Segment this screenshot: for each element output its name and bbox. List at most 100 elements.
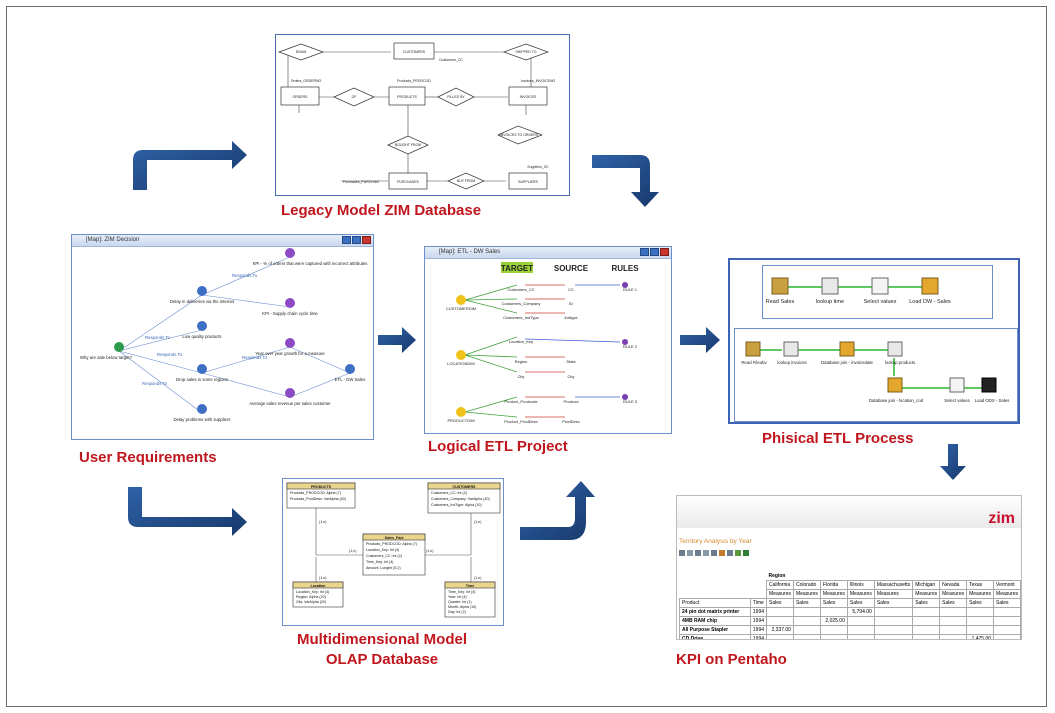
erd-rel-filled-by: FILLED BY — [447, 95, 465, 99]
select-values-icon[interactable] — [871, 277, 889, 295]
erd-entity-purchases: PURCHASES — [397, 180, 419, 184]
sales-value-cell: 2,337.00 — [766, 625, 794, 635]
region-header[interactable]: Vermont — [993, 580, 1021, 590]
physical-etl-steps: Read Sales lookup time Select values Loa… — [741, 277, 1010, 403]
select-values-icon[interactable] — [949, 377, 965, 393]
table-time-row: Quarter: Int (1) — [448, 600, 472, 604]
goal-icon — [197, 364, 207, 374]
table-customers-row: Customers_Company: VarAlpha (40) — [431, 497, 490, 501]
target-locationdim: LOCATIONDIM — [447, 361, 474, 366]
erd-tag-suppliers: Suppliers_SC — [527, 165, 549, 169]
table-customers-row: Customers_IndType: Alpha (10) — [431, 503, 482, 507]
erd-rel-shipped-to: SHIPPED TO — [515, 50, 536, 54]
node-delay-suppliers: Delay problems with suppliers — [173, 417, 230, 422]
sales-header: Sales — [966, 598, 995, 608]
time-cell[interactable]: 1994 — [749, 607, 768, 617]
measures-header: Measures — [993, 589, 1021, 599]
product-cell[interactable]: 24 pin dot matrix printer — [679, 607, 751, 617]
erd-rel-invoices-to-orders: INVOICES TO ORDERS — [500, 133, 539, 137]
time-cell[interactable]: 1994 — [749, 616, 768, 626]
sales-value-cell — [966, 625, 995, 635]
table-time-row: Year: Int (4) — [448, 595, 467, 599]
target-field: City — [518, 374, 525, 379]
region-header[interactable]: Colorado — [792, 580, 821, 590]
target-field: Location_Key — [509, 339, 533, 344]
step-select-values: Select values — [864, 299, 897, 305]
region-header[interactable]: California — [766, 580, 794, 590]
region-header[interactable]: Michigan — [912, 580, 941, 590]
window-controls[interactable] — [640, 248, 669, 256]
sales-value-cell — [792, 607, 821, 617]
product-cell[interactable]: All Purpose Stapler — [679, 625, 751, 635]
window-title: [Map]: ZIM Decision — [72, 235, 373, 247]
erd-entity-customers: CUSTOMERS — [403, 50, 426, 54]
toolbar-icon[interactable] — [695, 550, 701, 556]
step-load-ods-sales: Load ODS - Sales — [975, 398, 1010, 403]
region-header[interactable]: Florida — [819, 580, 848, 590]
toolbar-icon[interactable] — [743, 550, 749, 556]
table-fact-row: Location_Key: Int (4) — [366, 548, 399, 552]
cardinality-label: (1,n) — [474, 520, 481, 524]
toolbar-icon[interactable] — [719, 550, 725, 556]
toolbar-icon[interactable] — [703, 550, 709, 556]
toolbar-icon[interactable] — [711, 550, 717, 556]
step-load-dw-sales: Load DW - Sales — [909, 299, 951, 305]
node-year-growth: Year over year growth for a measure — [255, 351, 325, 356]
lookup-icon[interactable] — [783, 341, 799, 357]
time-cell[interactable]: 1994 — [749, 625, 768, 635]
user-requirements-map: Responds To Responds To Responds To Resp… — [80, 248, 367, 422]
lookup-icon[interactable] — [821, 277, 839, 295]
table-time-row: Month: Alpha (10) — [448, 605, 476, 609]
rule-icon — [622, 339, 628, 345]
target-header-bg — [501, 262, 533, 273]
database-join-icon[interactable] — [887, 377, 903, 393]
region-header[interactable]: Illinois — [846, 580, 875, 590]
caption-multidim-line2: OLAP Database — [325, 651, 439, 668]
sales-header: Sales — [792, 598, 821, 608]
window-title: [Map]: ETL - DW Sales — [425, 247, 671, 259]
product-cell[interactable]: CD Drive — [679, 634, 751, 639]
node-average-revenue: Average sales revenue per sales customer — [249, 401, 331, 406]
kpi-icon — [285, 388, 295, 398]
region-header[interactable]: Texas — [966, 580, 995, 590]
olap-model-panel: PRODUCTS Products_PRODCOD: Alpha (7) Pro… — [282, 478, 504, 626]
load-icon[interactable] — [921, 277, 939, 295]
window-controls[interactable] — [342, 236, 371, 244]
read-file-icon[interactable] — [745, 341, 761, 357]
read-sales-icon[interactable] — [771, 277, 789, 295]
table-location-row: City: VarAlpha (20) — [296, 600, 326, 604]
sales-value-cell — [766, 616, 794, 626]
rule-label: RULE 3 — [623, 399, 638, 404]
region-label: Region — [768, 573, 786, 579]
measures-header: Measures — [819, 589, 848, 599]
lookup-icon[interactable] — [887, 341, 903, 357]
load-icon[interactable] — [981, 377, 997, 393]
goal-icon — [197, 321, 207, 331]
measures-header: Measures — [792, 589, 821, 599]
region-header[interactable]: Nevada — [939, 580, 968, 590]
product-cell[interactable]: 4MB RAM chip — [679, 616, 751, 626]
time-column-header[interactable]: Time — [749, 598, 768, 608]
sales-value-cell — [939, 634, 968, 639]
etl-transformation-bottom — [734, 328, 1018, 422]
erd-rel-of: OF — [352, 95, 357, 99]
toolbar-icon[interactable] — [727, 550, 733, 556]
dimension-icon — [456, 350, 466, 360]
etl-transformation-top — [762, 265, 993, 319]
sales-value-cell — [873, 634, 914, 639]
region-header[interactable]: Massachusetts — [873, 580, 914, 590]
table-location-row: Location_Key: Int (4) — [296, 590, 329, 594]
toolbar-icon[interactable] — [735, 550, 741, 556]
time-cell[interactable]: 1994 — [749, 634, 768, 639]
caption-kpi: KPI on Pentaho — [676, 651, 787, 668]
caption-legacy: Legacy Model ZIM Database — [281, 202, 482, 219]
rule-icon — [622, 394, 628, 400]
sales-header: Sales — [993, 598, 1021, 608]
sales-value-cell — [873, 607, 914, 617]
toolbar-icon[interactable] — [687, 550, 693, 556]
erd-entity-products: PRODUCTS — [397, 95, 417, 99]
report-toolbar[interactable] — [679, 550, 749, 556]
database-join-icon[interactable] — [839, 341, 855, 357]
toolbar-icon[interactable] — [679, 550, 685, 556]
node-kpi-supply-chain: KPI - Supply chain cycle time — [262, 311, 318, 316]
